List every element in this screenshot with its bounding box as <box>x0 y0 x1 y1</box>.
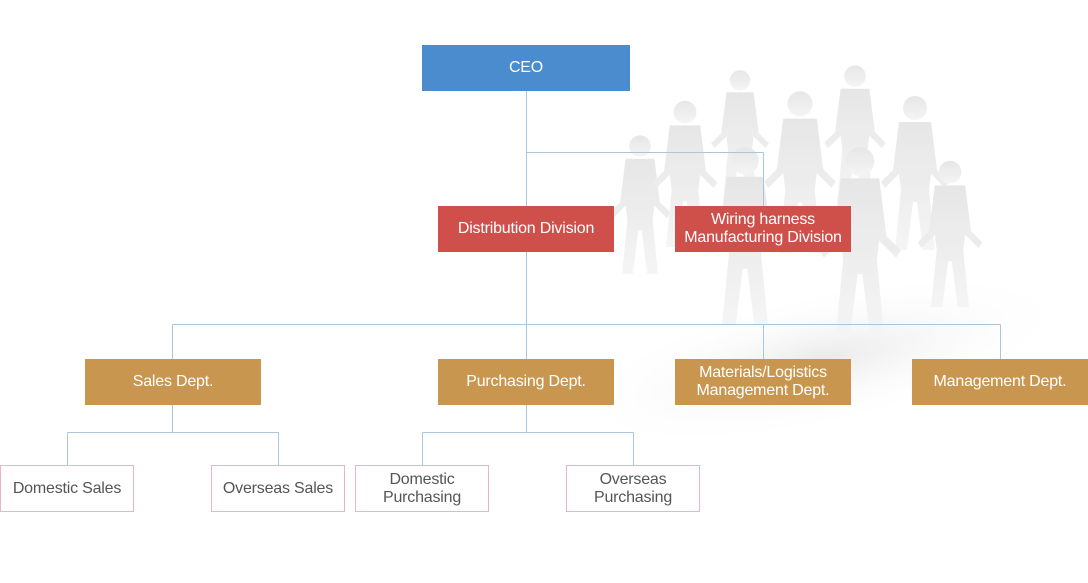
domestic-purchasing-box: Domestic Purchasing <box>355 465 489 512</box>
wiring-harness-division-box: Wiring harness Manufacturing Division <box>675 206 851 252</box>
overseas-purchasing-box: Overseas Purchasing <box>566 465 700 512</box>
purchasing-dept-box: Purchasing Dept. <box>438 359 614 405</box>
distribution-division-label: Distribution Division <box>457 220 595 237</box>
ceo-box: CEO <box>422 45 630 91</box>
domestic-purchasing-label: Domestic Purchasing <box>382 470 462 506</box>
materials-logistics-dept-box: Materials/Logistics Management Dept. <box>675 359 851 405</box>
sales-dept-box: Sales Dept. <box>85 359 261 405</box>
management-dept-box: Management Dept. <box>912 359 1088 405</box>
wiring-harness-division-label: Wiring harness Manufacturing Division <box>684 211 842 246</box>
sales-dept-label: Sales Dept. <box>132 373 214 390</box>
domestic-sales-label: Domestic Sales <box>12 479 122 497</box>
overseas-sales-box: Overseas Sales <box>211 465 345 512</box>
domestic-sales-box: Domestic Sales <box>0 465 134 512</box>
purchasing-dept-label: Purchasing Dept. <box>466 373 586 390</box>
overseas-purchasing-label: Overseas Purchasing <box>593 470 673 506</box>
materials-logistics-dept-label: Materials/Logistics Management Dept. <box>696 364 830 399</box>
management-dept-label: Management Dept. <box>933 373 1067 390</box>
overseas-sales-label: Overseas Sales <box>222 479 334 497</box>
distribution-division-box: Distribution Division <box>438 206 614 252</box>
ceo-label: CEO <box>508 59 544 76</box>
